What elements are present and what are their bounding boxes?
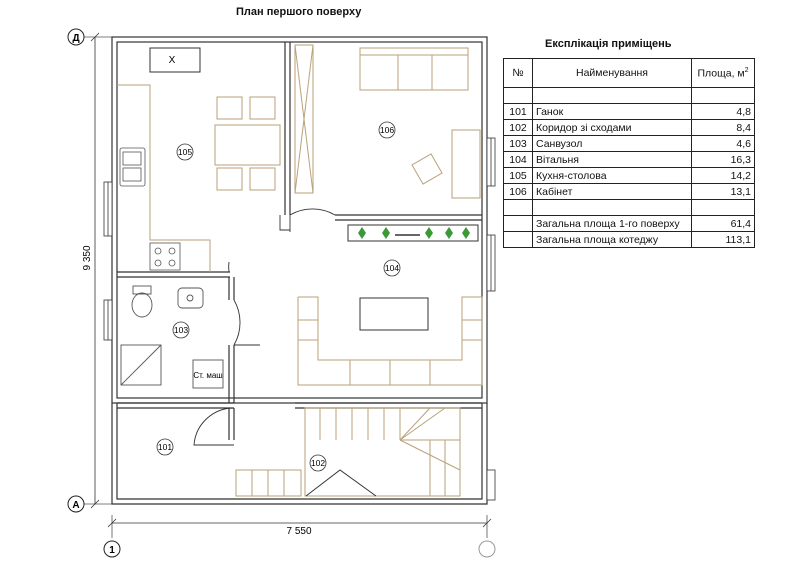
axis-marker-a (67, 495, 85, 513)
table-header-row: № Найменування Площа, м2 (503, 58, 755, 88)
axis-marker-d (67, 28, 85, 46)
axis-marker-1 (103, 540, 121, 558)
room-label-105: 105 (178, 147, 192, 157)
axis-label-1: 1 (109, 545, 115, 556)
room-label-104: 104 (385, 263, 399, 273)
axis-label-a: А (72, 500, 79, 511)
header-number: № (503, 58, 533, 88)
cell-total-area: 61,4 (691, 215, 755, 232)
table-row: 102 Коридор зі сходами 8,4 (503, 119, 755, 136)
table-row: 105 Кухня-столова 14,2 (503, 167, 755, 184)
cell-area: 8,4 (691, 119, 755, 136)
dimension-vertical (90, 32, 100, 509)
header-area: Площа, м2 (691, 58, 755, 88)
cell-total-name: Загальна площа котеджу (532, 231, 692, 248)
cell-number: 105 (503, 167, 533, 184)
cell-area: 14,2 (691, 167, 755, 184)
room-labels: 105 106 104 103 101 102 (156, 121, 401, 472)
cell-name: Коридор зі сходами (532, 119, 692, 136)
table-empty-row (503, 199, 755, 216)
sink-icon (119, 147, 146, 187)
washer-label: Ст. маш (193, 371, 222, 380)
cell-area: 16,3 (691, 151, 755, 168)
cell-area: 4,6 (691, 135, 755, 152)
kitchen-counter (117, 47, 211, 272)
stove-icon (149, 242, 181, 271)
room-label-101: 101 (158, 442, 172, 452)
cell-name: Ганок (532, 103, 692, 120)
cell-name: Вітальня (532, 151, 692, 168)
cabinet-furniture (294, 44, 481, 199)
dimension-horizontal (107, 518, 492, 528)
fridge-label: Х (169, 55, 176, 66)
explication-table: № Найменування Площа, м2 101 Ганок 4,8 1… (503, 58, 755, 248)
cell-number: 102 (503, 119, 533, 136)
table-row: 103 Санвузол 4,6 (503, 135, 755, 152)
room-label-106: 106 (380, 125, 394, 135)
cell-name: Санвузол (532, 135, 692, 152)
plan-title: План першого поверху (236, 6, 362, 18)
windows (103, 137, 496, 501)
dimension-width-label: 7 550 (286, 526, 311, 537)
cell-number: 101 (503, 103, 533, 120)
table-gap-row (503, 87, 755, 104)
living-sofa (297, 296, 483, 386)
dimension-height-label: 9 350 (82, 245, 93, 270)
cell-area: 4,8 (691, 103, 755, 120)
cell-total-area: 113,1 (691, 231, 755, 248)
cell-area: 13,1 (691, 183, 755, 200)
cell-name: Кухня-столова (532, 167, 692, 184)
table-total-row: Загальна площа 1-го поверху 61,4 (503, 215, 755, 232)
axis-lines (83, 36, 488, 538)
cell-number: 106 (503, 183, 533, 200)
bathroom-fixtures (120, 285, 224, 389)
table-row: 104 Вітальня 16,3 (503, 151, 755, 168)
cell-name: Кабінет (532, 183, 692, 200)
header-name: Найменування (532, 58, 692, 88)
axis-label-d: Д (72, 33, 79, 44)
room-label-102: 102 (311, 458, 325, 468)
table-row: 101 Ганок 4,8 (503, 103, 755, 120)
doors (193, 208, 336, 446)
cell-total-name: Загальна площа 1-го поверху (532, 215, 692, 232)
table-total-row: Загальна площа котеджу 113,1 (503, 231, 755, 248)
axis-marker-2 (478, 540, 496, 558)
table-row: 106 Кабінет 13,1 (503, 183, 755, 200)
staircase (235, 407, 461, 497)
explication-title: Експлікація приміщень (545, 38, 672, 50)
room-label-103: 103 (174, 325, 188, 335)
walls (111, 36, 488, 505)
dining-table (214, 96, 281, 191)
cell-number: 103 (503, 135, 533, 152)
plant-shelf (347, 224, 479, 242)
cell-number: 104 (503, 151, 533, 168)
